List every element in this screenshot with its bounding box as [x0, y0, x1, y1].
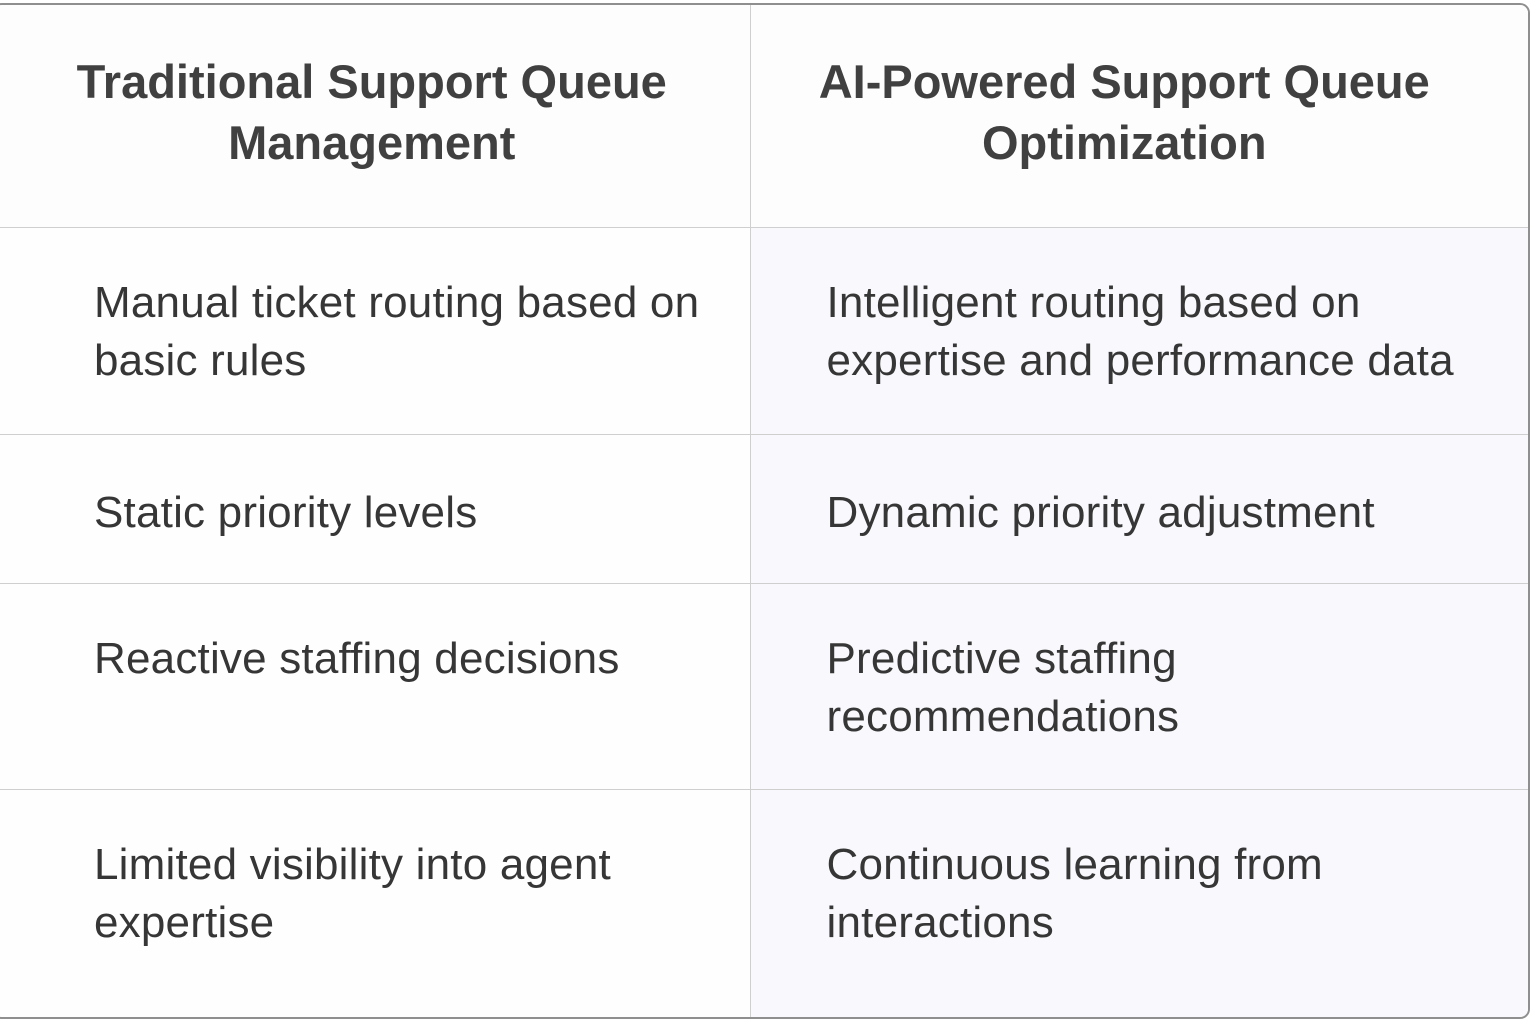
- header-traditional: Traditional Support Queue Management: [0, 5, 751, 228]
- cell-traditional: Static priority levels: [0, 434, 751, 584]
- cell-traditional: Manual ticket routing based on basic rul…: [0, 227, 751, 435]
- cell-traditional: Limited visibility into agent expertise: [0, 789, 751, 1017]
- cell-ai: Intelligent routing based on expertise a…: [750, 227, 1528, 435]
- table-row: Reactive staffing decisions Predictive s…: [0, 583, 1528, 790]
- cell-ai: Dynamic priority adjustment: [750, 434, 1528, 584]
- table-row: Static priority levels Dynamic priority …: [0, 434, 1528, 584]
- cell-ai: Continuous learning from interactions: [750, 789, 1528, 1017]
- header-row: Traditional Support Queue Management AI-…: [0, 5, 1528, 228]
- cell-traditional: Reactive staffing decisions: [0, 583, 751, 790]
- header-ai-powered: AI-Powered Support Queue Optimization: [750, 5, 1528, 228]
- table-row: Manual ticket routing based on basic rul…: [0, 227, 1528, 435]
- comparison-table: Traditional Support Queue Management AI-…: [0, 3, 1530, 1019]
- comparison-table-grid: Traditional Support Queue Management AI-…: [0, 5, 1528, 1017]
- cell-ai: Predictive staffing recommendations: [750, 583, 1528, 790]
- table-row: Limited visibility into agent expertise …: [0, 789, 1528, 1017]
